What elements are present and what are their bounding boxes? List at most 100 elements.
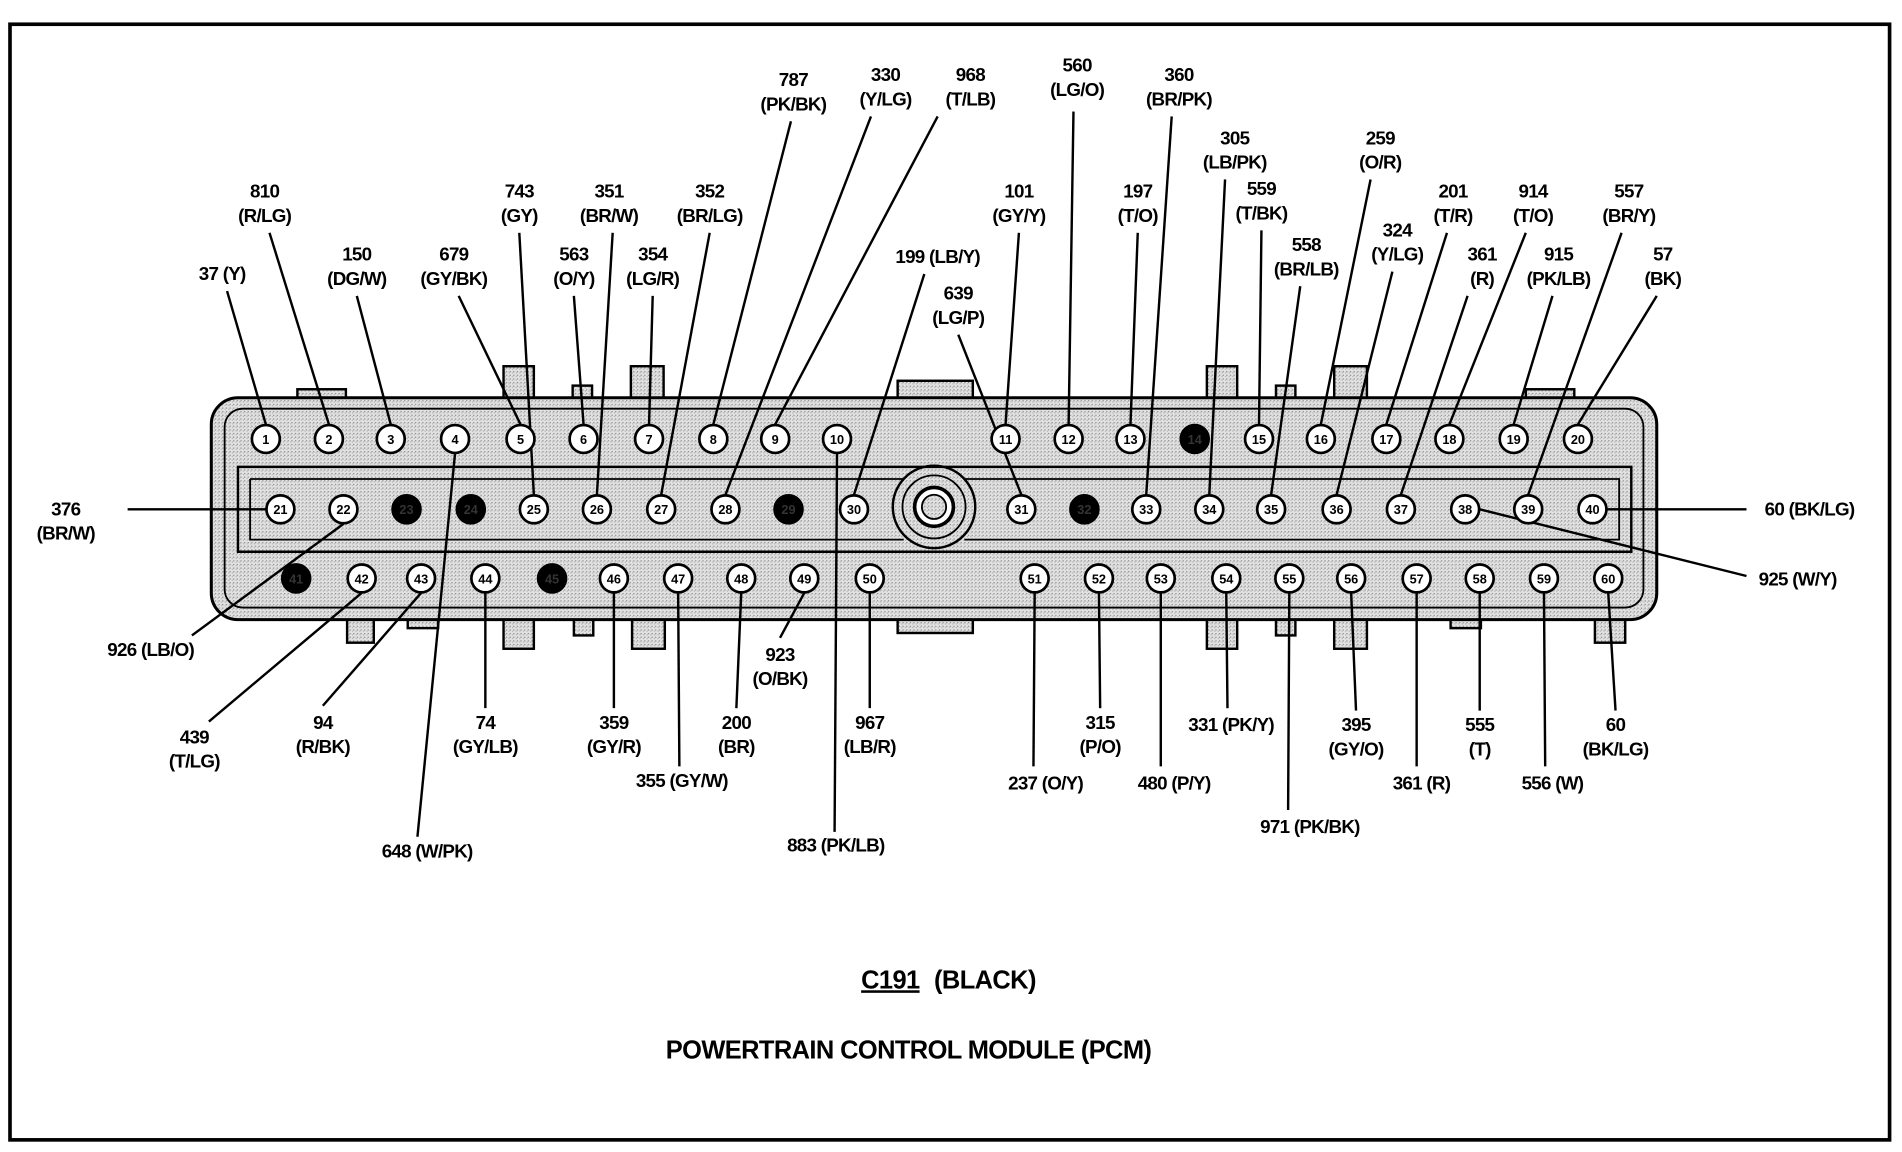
- wire-label: 330(Y/LG): [860, 64, 913, 109]
- pin-circle: [598, 563, 630, 594]
- pin: 26: [581, 494, 613, 525]
- wire-leader-line: [1269, 286, 1302, 495]
- wire-label: 355 (GY/W): [636, 770, 729, 791]
- wire-color-code: (Y): [223, 263, 246, 284]
- wire-leader-line: [1512, 295, 1554, 425]
- wire-circuit-number: 259: [1366, 127, 1395, 148]
- wire-leader-line: [191, 522, 345, 637]
- pin-circle: [250, 423, 282, 455]
- pin-number: 34: [1202, 502, 1216, 517]
- pin-number: 9: [772, 432, 779, 447]
- pin-circle: [773, 494, 804, 525]
- pin: 36: [1321, 494, 1352, 525]
- wire-color-code: (W/Y): [1792, 569, 1837, 590]
- wire-color-code: (PK/BK): [760, 93, 826, 114]
- wire-color-code: (BR): [718, 736, 755, 757]
- pin-circle: [1592, 563, 1624, 594]
- wire-color-code: (O/BK): [752, 668, 808, 689]
- pin-circle: [1115, 423, 1146, 455]
- pin-circle: [838, 494, 870, 525]
- pin-number: 13: [1123, 432, 1137, 447]
- wire-label: 60 (BK/LG): [1765, 498, 1856, 519]
- wire-label: 563(O/Y): [553, 244, 595, 289]
- wire-label: 37 (Y): [199, 263, 247, 284]
- pin-circle: [1130, 494, 1162, 525]
- wire-leader-line: [1448, 232, 1527, 425]
- pin-circle: [1069, 494, 1100, 525]
- wire-leader-line: [518, 232, 536, 495]
- wire-label-text: 971 (PK/BK): [1260, 816, 1360, 837]
- wire-color-code: (BR/LB): [1274, 258, 1339, 279]
- pin-number: 50: [863, 571, 877, 586]
- pin-circle: [1019, 563, 1050, 594]
- connector-title: POWERTRAIN CONTROL MODULE (PCM): [666, 1037, 1152, 1065]
- wire-label: 331 (PK/Y): [1188, 714, 1275, 735]
- pin-circle: [1512, 494, 1544, 525]
- wire-circuit-number: 150: [342, 244, 371, 265]
- wire-circuit-number: 556: [1522, 772, 1551, 793]
- wire-color-code: (T/R): [1433, 205, 1473, 226]
- wire-label: 743(GY): [501, 181, 539, 226]
- pin-number: 49: [797, 571, 811, 586]
- pin-number: 45: [545, 571, 559, 586]
- pin-number: 53: [1154, 571, 1168, 586]
- wire-label-text: 199 (LB/Y): [895, 246, 980, 267]
- wire-color-code: (BR/Y): [1602, 205, 1655, 226]
- pin-number: 57: [1410, 571, 1424, 586]
- wire-label: 57(BK): [1644, 244, 1682, 289]
- wire-label: 259(O/R): [1359, 127, 1402, 172]
- wire-label-text: 361 (R): [1393, 772, 1451, 793]
- wire-leader-line: [1527, 232, 1623, 496]
- pin-circle: [1464, 563, 1495, 594]
- pin: 9: [759, 423, 791, 455]
- wire-circuit-number: 557: [1614, 181, 1643, 202]
- wire-leader-line: [595, 232, 614, 495]
- wire-color-code: (O/Y): [1042, 772, 1084, 793]
- wire-leader-line: [1286, 592, 1291, 811]
- wire-color-code: (PK/LB): [821, 834, 885, 855]
- wire-label: 200(BR): [718, 712, 756, 757]
- wire-leader-line: [1032, 592, 1036, 767]
- wire-label: 967(LB/R): [844, 712, 897, 757]
- wire-leader-line: [724, 115, 873, 496]
- pin-number: 5: [517, 432, 524, 447]
- wire-circuit-number: 57: [1653, 244, 1673, 265]
- wire-color-code: (BR/W): [580, 205, 639, 226]
- pin: 22: [328, 494, 359, 525]
- wire-label: 74(GY/LB): [453, 712, 519, 757]
- pin: 53: [1145, 563, 1177, 594]
- pin-number: 31: [1014, 502, 1028, 517]
- wire-color-code: (GY/LB): [453, 736, 518, 757]
- wire-label: 560(LG/O): [1050, 55, 1105, 100]
- pin: 38: [1449, 494, 1481, 525]
- pin-circle: [990, 423, 1021, 455]
- pin: 2: [313, 423, 345, 455]
- wire-circuit-number: 971: [1260, 816, 1289, 837]
- pin-number: 38: [1458, 502, 1472, 517]
- connector-footer: C191 (BLACK) POWERTRAIN CONTROL MODULE (…: [666, 966, 1152, 1064]
- wire-circuit-number: 201: [1438, 181, 1467, 202]
- pin-circle: [346, 563, 377, 594]
- pin-circle: [1243, 423, 1275, 455]
- pin-number: 36: [1330, 502, 1344, 517]
- pin-number: 12: [1062, 432, 1076, 447]
- wire-color-code: (BR/W): [37, 523, 96, 544]
- pin: 1: [250, 423, 282, 455]
- pin-circle: [518, 494, 550, 525]
- wire-color-code: (T/O): [1118, 205, 1159, 226]
- pin-number: 40: [1585, 502, 1599, 517]
- pin: 60: [1592, 563, 1624, 594]
- wire-color-code: (DG/W): [327, 268, 387, 289]
- wire-leader-line: [647, 295, 654, 425]
- keying-post: [891, 464, 977, 550]
- wire-color-code: (GY/W): [670, 770, 729, 791]
- pin-circle: [265, 494, 296, 525]
- wire-label: 376 (BR/W): [37, 498, 96, 543]
- wire-circuit-number: 330: [871, 64, 900, 85]
- pin: 30: [838, 494, 870, 525]
- wire-circuit-number: 376: [51, 498, 80, 519]
- wire-circuit-number: 968: [956, 64, 985, 85]
- wire-leader-line: [1335, 271, 1394, 496]
- pin: 44: [470, 563, 501, 594]
